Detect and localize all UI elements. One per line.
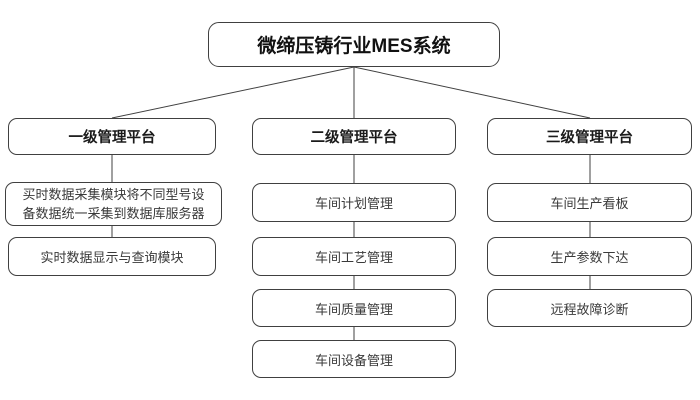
root-node-mes-system: 微缔压铸行业MES系统: [208, 22, 500, 67]
leaf-node-workshop-quality-management: 车间质量管理: [252, 289, 456, 327]
leaf-node-workshop-plan-management: 车间计划管理: [252, 183, 456, 222]
leaf-node-remote-fault-diagnosis: 远程故障诊断: [487, 289, 692, 327]
leaf-node-data-collection-module: 买时数据采集模块将不同型号设备数据统一采集到数据库服务器: [5, 182, 222, 226]
platform-node-level2: 二级管理平台: [252, 118, 456, 155]
leaf-node-workshop-production-kanban: 车间生产看板: [487, 183, 692, 222]
platform-node-level1: 一级管理平台: [8, 118, 216, 155]
leaf-node-production-parameter-dispatch: 生产参数下达: [487, 237, 692, 276]
leaf-node-workshop-process-management: 车间工艺管理: [252, 237, 456, 276]
leaf-node-realtime-display-query-module: 实时数据显示与查询模块: [8, 237, 216, 276]
leaf-node-workshop-equipment-management: 车间设备管理: [252, 340, 456, 378]
platform-node-level3: 三级管理平台: [487, 118, 692, 155]
